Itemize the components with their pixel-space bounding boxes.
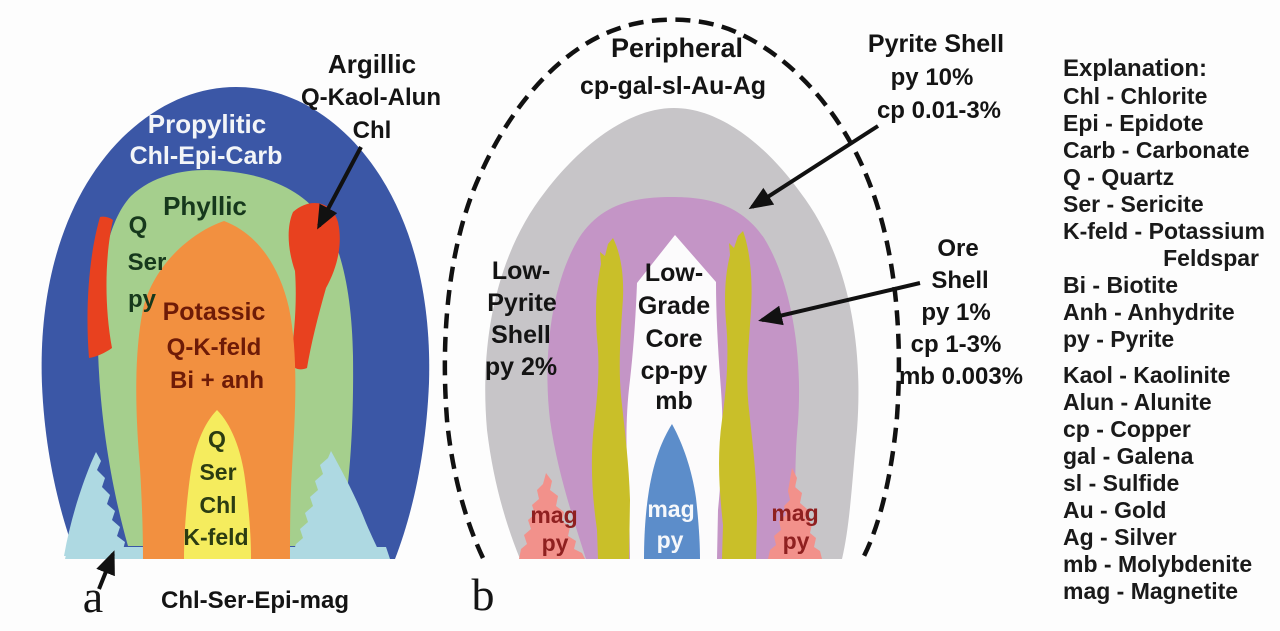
argillic-zone-right — [288, 202, 340, 370]
potassic-zone — [136, 221, 296, 559]
legend-item-kfeld: K-feld - Potassium — [1063, 218, 1265, 244]
legend-item-anh: Anh - Anhydrite — [1063, 299, 1235, 325]
mag-right-label-line1: mag — [771, 500, 818, 526]
legend-title: Explanation: — [1063, 55, 1208, 82]
low-grade-core-label-line5: mb — [655, 387, 693, 415]
legend-item-py: py - Pyrite — [1063, 326, 1175, 352]
low-pyrite-label-line4: py 2% — [485, 353, 557, 381]
mag-center-label-line1: mag — [647, 496, 694, 522]
ore-shell-label-line5: mb 0.003% — [899, 363, 1023, 390]
ore-shell-zone-left — [591, 238, 630, 559]
legend-item-carb: Carb - Carbonate — [1063, 137, 1250, 163]
argillic-label-line1: Argillic — [328, 49, 416, 79]
basement-arrow — [96, 550, 115, 590]
legend-item-epi: Epi - Epidote — [1063, 110, 1204, 136]
potassic-label-line3: Bi + anh — [170, 367, 264, 394]
ore-shell-label-line1: Ore — [937, 235, 978, 262]
core-label-chl: Chl — [199, 492, 236, 518]
core-label-ser: Ser — [199, 459, 236, 485]
legend-item-kfeld-cont: Feldspar — [1163, 245, 1259, 271]
argillic-arrow — [317, 146, 363, 230]
explanation-legend: Explanation: Chl - Chlorite Epi - Epidot… — [1063, 55, 1265, 605]
legend-item-ag: Ag - Silver — [1063, 524, 1177, 550]
basement-zone-right — [293, 451, 381, 556]
ore-shell-zone-right — [719, 231, 757, 559]
mag-left-label-line1: mag — [530, 502, 577, 528]
ore-shell-label-line4: cp 1-3% — [911, 331, 1002, 358]
argillic-zone-left — [87, 216, 113, 358]
chl-ser-epi-mag-label: Chl-Ser-Epi-mag — [161, 587, 349, 614]
ore-shell-label-line2: Shell — [931, 267, 988, 294]
legend-item-mb: mb - Molybdenite — [1063, 551, 1253, 577]
legend-item-chl: Chl - Chlorite — [1063, 83, 1208, 109]
legend-item-q: Q - Quartz — [1063, 164, 1175, 190]
low-pyrite-label-line1: Low- — [492, 257, 550, 285]
inner-core-zone — [184, 410, 251, 559]
phyllic-mineral-q: Q — [129, 212, 148, 239]
legend-item-alun: Alun - Alunite — [1063, 389, 1212, 415]
low-grade-core-label-line4: cp-py — [641, 357, 708, 385]
low-grade-core-label-line2: Grade — [638, 292, 710, 320]
legend-item-sl: sl - Sulfide — [1063, 470, 1180, 496]
panel-b-label: b — [472, 569, 495, 620]
low-pyrite-label-line3: Shell — [491, 321, 551, 349]
legend-item-bi: Bi - Biotite — [1063, 272, 1178, 298]
ore-shell-label-line3: py 1% — [921, 299, 990, 326]
phyllic-mineral-ser: Ser — [128, 249, 167, 276]
panel-b: Peripheral cp-gal-sl-Au-Ag Low- Pyrite S… — [442, 17, 1023, 620]
low-pyrite-label-line2: Pyrite — [487, 289, 557, 317]
phyllic-label: Phyllic — [163, 191, 247, 221]
potassic-label-line2: Q-K-feld — [167, 334, 262, 361]
pyrite-shell-label-line2: py 10% — [891, 64, 974, 91]
mag-py-left-zone — [519, 473, 585, 559]
legend-item-mag: mag - Magnetite — [1063, 578, 1239, 604]
argillic-label-line2: Q-Kaol-Alun — [301, 84, 441, 111]
propylitic-label-line2: Chl-Epi-Carb — [130, 142, 283, 170]
potassic-label-line1: Potassic — [163, 298, 266, 326]
low-grade-core-label-line1: Low- — [645, 259, 703, 287]
mag-py-center-zone — [644, 424, 700, 559]
core-label-q: Q — [208, 426, 226, 452]
low-grade-core-zone — [626, 235, 723, 559]
mag-right-label-line2: py — [783, 528, 810, 554]
dashed-outline — [442, 17, 902, 559]
mag-left-label-line2: py — [542, 530, 569, 556]
mag-center-label-line2: py — [657, 527, 684, 553]
pyrite-shell-arrow — [748, 124, 880, 210]
peripheral-label-line1: Peripheral — [611, 33, 743, 63]
legend-item-ser: Ser - Sericite — [1063, 191, 1204, 217]
panel-a-label: a — [83, 571, 103, 622]
propylitic-label-line1: Propylitic — [148, 109, 266, 139]
ore-shell-arrow — [758, 281, 921, 326]
mag-py-right-zone — [768, 468, 822, 559]
legend-item-au: Au - Gold — [1063, 497, 1167, 523]
peripheral-label-line2: cp-gal-sl-Au-Ag — [580, 72, 766, 100]
core-label-kfeld: K-feld — [183, 524, 248, 550]
legend-item-cp: cp - Copper — [1063, 416, 1191, 442]
low-grade-core-label-line3: Core — [646, 325, 703, 353]
panel-a: Argillic Q-Kaol-Alun Chl Propylitic Chl-… — [41, 49, 441, 622]
legend-item-gal: gal - Galena — [1063, 443, 1194, 469]
basement-zone-left — [64, 452, 128, 556]
argillic-label-line3: Chl — [353, 117, 392, 144]
phyllic-mineral-py: py — [128, 286, 157, 313]
pyrite-shell-label-line3: cp 0.01-3% — [877, 97, 1001, 124]
legend-item-kaol: Kaol - Kaolinite — [1063, 362, 1231, 388]
pyrite-shell-label-line1: Pyrite Shell — [868, 30, 1004, 58]
